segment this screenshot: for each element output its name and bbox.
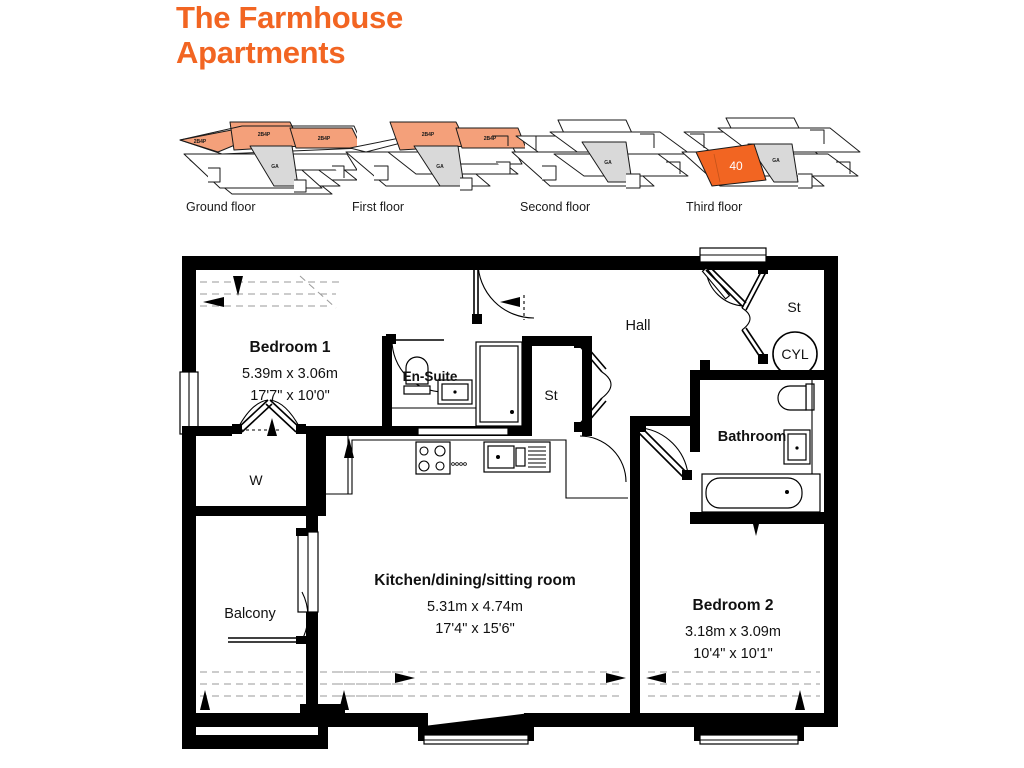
page-title: The Farmhouse Apartments	[176, 0, 636, 70]
room-label-bedroom1: Bedroom 1	[250, 339, 331, 356]
balcony-door	[228, 528, 319, 644]
apartment-floorplan: Bedroom 1 5.39m x 3.06m 17'7" x 10'0" En…	[0, 240, 1024, 768]
room-dim-imperial-kitchen: 17'4" x 15'6"	[435, 621, 515, 637]
room-dim-imperial-bedroom2: 10'4" x 10'1"	[693, 646, 773, 662]
storage-bifold-doors	[741, 264, 768, 364]
svg-text:GA: GA	[271, 164, 279, 170]
floor-thumbnail-second[interactable]: GA Second floor	[508, 108, 693, 214]
title-line-2: Apartments	[176, 35, 346, 71]
room-label-kitchen: Kitchen/dining/sitting room	[374, 572, 576, 589]
floor-label-second: Second floor	[520, 200, 591, 214]
shower-ensuite	[475, 341, 523, 427]
bay-window-bedroom2	[699, 734, 799, 745]
basin-bathroom	[783, 429, 811, 465]
room-label-balcony: Balcony	[224, 606, 276, 622]
svg-text:GA: GA	[436, 164, 444, 170]
sink	[483, 441, 551, 473]
svg-text:2B4P: 2B4P	[194, 139, 207, 145]
bathroom-door	[636, 422, 692, 480]
title-line-1: The Farmhouse	[176, 0, 403, 35]
basin-ensuite	[437, 379, 473, 405]
toilet-ensuite	[403, 356, 431, 395]
svg-text:GA: GA	[604, 160, 612, 166]
floor-label-third: Third floor	[686, 200, 743, 214]
window-bedroom1-left	[179, 371, 199, 435]
floor-key-strip: 2B4P 2B4P 2B4P GA Ground floor	[172, 108, 872, 216]
room-dim-metric-bedroom1: 5.39m x 3.06m	[242, 366, 338, 382]
room-dim-imperial-bedroom1: 17'7" x 10'0"	[250, 388, 330, 404]
svg-text:2B4P: 2B4P	[258, 132, 271, 138]
cylinder-cyl	[772, 331, 818, 377]
floor-thumbnail-ground[interactable]: 2B4P 2B4P 2B4P GA Ground floor	[172, 108, 357, 214]
svg-text:2B4P: 2B4P	[318, 136, 331, 142]
floor-thumbnail-third[interactable]: GA 40 Third floor	[676, 108, 876, 214]
eaves-dimension-bottom	[200, 671, 820, 710]
plot-number-label: 40	[729, 159, 743, 173]
room-dim-metric-kitchen: 5.31m x 4.74m	[427, 599, 523, 615]
room-label-ensuite: En-Suite	[403, 369, 458, 384]
kitchen-door	[579, 435, 627, 483]
cylinder-label: CYL	[781, 346, 808, 362]
floor-label-ground: Ground floor	[186, 200, 256, 214]
room-label-wardrobe: W	[249, 472, 263, 488]
hob	[415, 441, 467, 475]
kitchen-fixtures	[316, 427, 628, 499]
eaves-dimension-bedroom1	[200, 275, 340, 309]
room-label-hall: Hall	[626, 318, 651, 334]
floor-thumbnail-first[interactable]: 2B4P 2B4P GA First floor	[340, 108, 525, 214]
room-label-storage-upper: St	[787, 299, 800, 315]
svg-text:GA: GA	[772, 158, 780, 164]
room-label-bathroom: Bathroom	[718, 429, 786, 445]
toilet-bathroom	[777, 383, 815, 411]
bathroom-fixtures	[701, 380, 821, 513]
room-label-bedroom2: Bedroom 2	[693, 597, 774, 614]
wardrobe-doors	[232, 399, 306, 436]
ensuite-fixtures	[392, 341, 523, 427]
room-dim-metric-bedroom2: 3.18m x 3.09m	[685, 624, 781, 640]
bay-window-kitchen	[423, 734, 529, 745]
hall-door-top	[472, 258, 535, 324]
svg-text:2B4P: 2B4P	[484, 136, 497, 142]
floor-label-first: First floor	[352, 200, 405, 214]
room-label-storage-hall: St	[544, 387, 557, 403]
svg-text:2B4P: 2B4P	[422, 132, 435, 138]
entrance-door	[699, 247, 767, 307]
bathtub	[701, 473, 821, 513]
storage-hall-bifold	[574, 338, 612, 432]
